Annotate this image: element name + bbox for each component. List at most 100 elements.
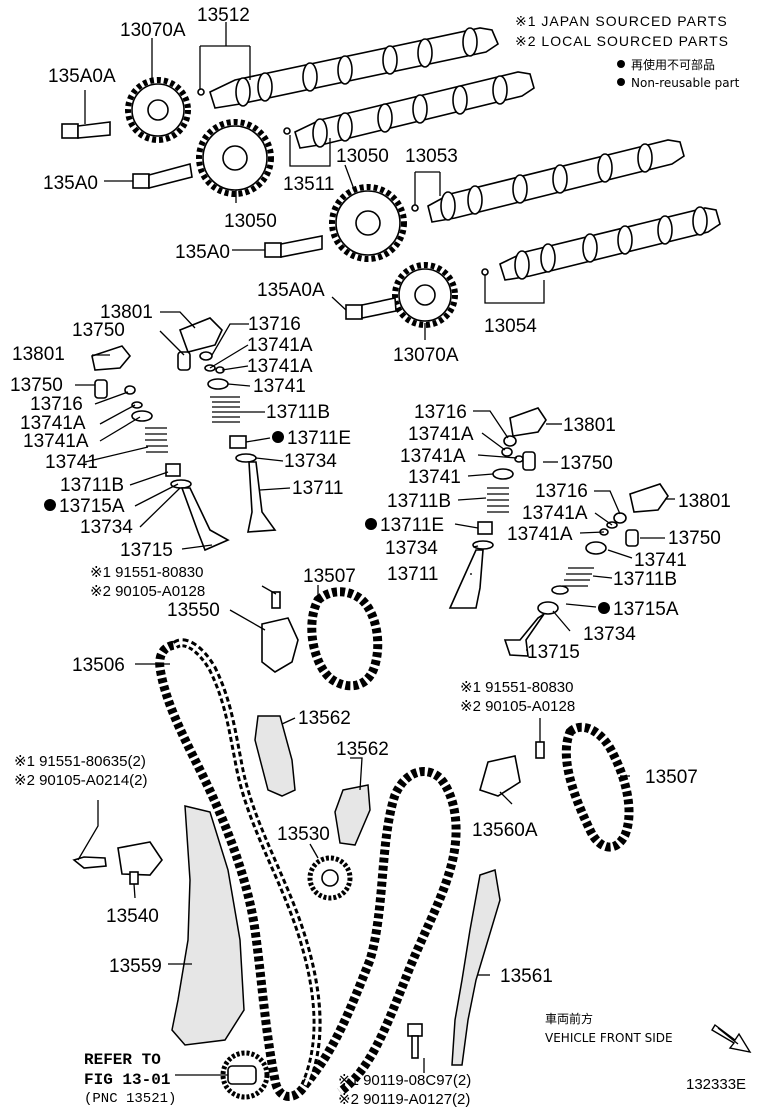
label-refer-line3: (PNC 13521) bbox=[84, 1091, 176, 1107]
label-r13711B-b: 13711B bbox=[613, 569, 677, 590]
chain-tensioner-13550 bbox=[261, 591, 299, 673]
bolt-135A0A-top bbox=[61, 121, 111, 139]
label-135A0A-mid: 135A0A bbox=[257, 280, 325, 301]
label-bolt1-local: ※2 90105-A0128 bbox=[90, 583, 205, 600]
label-13716-a: 13716 bbox=[248, 314, 301, 335]
bolt-bottom bbox=[407, 1023, 423, 1059]
label-13054: 13054 bbox=[484, 316, 537, 337]
label-r13801-a: 13801 bbox=[563, 415, 616, 436]
label-13070A-mid: 13070A bbox=[393, 345, 459, 366]
label-r13741A-c: 13741A bbox=[522, 503, 588, 524]
label-13741-b: 13741 bbox=[45, 452, 98, 473]
lower-leader-lines bbox=[77, 585, 630, 1076]
label-13741A-a: 13741A bbox=[247, 335, 313, 356]
non-reusable-dot-icon bbox=[617, 78, 625, 86]
label-13530: 13530 bbox=[277, 824, 330, 845]
label-13715A-a: 13715A bbox=[59, 496, 125, 517]
chain-guides bbox=[171, 715, 501, 1066]
label-r13741-a: 13741 bbox=[408, 467, 461, 488]
label-13070A-top: 13070A bbox=[120, 20, 186, 41]
camshaft-leader-lines bbox=[84, 22, 545, 340]
label-bolt2-local: ※2 90105-A0128 bbox=[460, 698, 575, 715]
label-135A0-mid: 135A0 bbox=[175, 242, 230, 263]
non-reusable-dot-icon bbox=[272, 431, 284, 443]
label-13741A-d: 13741A bbox=[23, 431, 89, 452]
label-bolt1-jp: ※1 91551-80830 bbox=[90, 564, 204, 581]
label-bolt2-jp: ※1 91551-80830 bbox=[460, 679, 574, 696]
label-13511: 13511 bbox=[283, 174, 334, 195]
label-bolt4-jp: ※1 90119-08C97(2) bbox=[338, 1072, 471, 1089]
legend: ※1 JAPAN SOURCED PARTS ※2 LOCAL SOURCED … bbox=[515, 13, 740, 90]
chain-tensioner-13560A bbox=[479, 741, 545, 797]
label-13507-right: 13507 bbox=[645, 767, 698, 788]
label-r13741-b: 13741 bbox=[634, 550, 687, 571]
label-r13801-b: 13801 bbox=[678, 491, 731, 512]
bolt-135A0-mid bbox=[264, 235, 323, 258]
legend-non-reusable-jp: 再使用不可部品 bbox=[631, 57, 715, 72]
label-bolt3-jp: ※1 91551-80635(2) bbox=[14, 753, 146, 770]
label-13560A: 13560A bbox=[472, 820, 538, 841]
chain-13507-left bbox=[307, 587, 383, 691]
tensioner-13540 bbox=[72, 841, 163, 885]
camshaft-top bbox=[197, 27, 499, 109]
non-reusable-dot-icon bbox=[617, 60, 625, 68]
label-13711B-b: 13711B bbox=[60, 475, 124, 496]
chain-13507-right bbox=[561, 722, 634, 852]
label-bolt3-local: ※2 90105-A0214(2) bbox=[14, 772, 148, 789]
timing-chain-13506 bbox=[155, 638, 461, 1101]
label-13741A-b: 13741A bbox=[247, 356, 313, 377]
label-135A0-left: 135A0 bbox=[43, 173, 98, 194]
label-r13741A-a: 13741A bbox=[408, 424, 474, 445]
label-r13734-b: 13734 bbox=[583, 624, 636, 645]
label-13562-b: 13562 bbox=[336, 739, 389, 760]
label-13512: 13512 bbox=[197, 5, 250, 26]
label-13741A-c: 13741A bbox=[20, 413, 86, 434]
valvetrain-left bbox=[91, 317, 277, 552]
vvt-gear-13050-left bbox=[196, 119, 274, 197]
label-13715-a: 13715 bbox=[120, 540, 173, 561]
label-13540: 13540 bbox=[106, 906, 159, 927]
camshaft-third bbox=[411, 139, 685, 223]
label-13711-a: 13711 bbox=[292, 478, 343, 499]
label-r13716-a: 13716 bbox=[414, 402, 467, 423]
label-13559: 13559 bbox=[109, 956, 162, 977]
label-13561: 13561 bbox=[500, 966, 553, 987]
label-13734-b: 13734 bbox=[80, 517, 133, 538]
legend-non-reusable-en: Non-reusable part bbox=[631, 76, 740, 90]
vehicle-front-arrow-icon bbox=[711, 1023, 752, 1054]
label-r13716-b: 13716 bbox=[535, 481, 588, 502]
valvetrain-left-leader-lines bbox=[75, 311, 291, 550]
label-r13711E-a: 13711E bbox=[380, 515, 444, 536]
label-r13741A-d: 13741A bbox=[507, 524, 573, 545]
label-r13715A-a: 13715A bbox=[613, 599, 679, 620]
label-refer-line1: REFER TO bbox=[84, 1051, 161, 1069]
label-13562-a: 13562 bbox=[298, 708, 351, 729]
label-r13734-a: 13734 bbox=[385, 538, 438, 559]
label-refer-line2: FIG 13-01 bbox=[84, 1071, 170, 1089]
label-13741-a: 13741 bbox=[253, 376, 306, 397]
label-front-jp: 車両前方 bbox=[545, 1011, 593, 1026]
legend-local-parts: ※2 LOCAL SOURCED PARTS bbox=[515, 33, 729, 49]
vvt-gear-13050-mid bbox=[329, 184, 407, 262]
label-r13715-a: 13715 bbox=[527, 642, 580, 663]
label-13550: 13550 bbox=[167, 600, 220, 621]
label-13050-mid: 13050 bbox=[336, 146, 389, 167]
camshaft-second bbox=[283, 71, 535, 149]
non-reusable-dot-icon bbox=[598, 602, 610, 614]
label-13507-left: 13507 bbox=[303, 566, 356, 587]
camshaft-bottom bbox=[481, 206, 721, 281]
label-r13711B-a: 13711B bbox=[387, 491, 451, 512]
vvt-gear-13070A-top bbox=[125, 77, 191, 143]
label-r13750-b: 13750 bbox=[668, 528, 721, 549]
label-front-en: VEHICLE FRONT SIDE bbox=[545, 1031, 673, 1045]
legend-japan-parts: ※1 JAPAN SOURCED PARTS bbox=[515, 13, 728, 29]
figure-id: 132333E bbox=[686, 1076, 746, 1093]
idler-sprocket-13530 bbox=[307, 855, 353, 901]
label-13506: 13506 bbox=[72, 655, 125, 676]
crank-sprocket bbox=[220, 1050, 270, 1100]
label-13050-left: 13050 bbox=[224, 211, 277, 232]
label-13801-b: 13801 bbox=[12, 344, 65, 365]
non-reusable-dot-icon bbox=[365, 518, 377, 530]
label-bolt4-local: ※2 90119-A0127(2) bbox=[338, 1091, 470, 1108]
